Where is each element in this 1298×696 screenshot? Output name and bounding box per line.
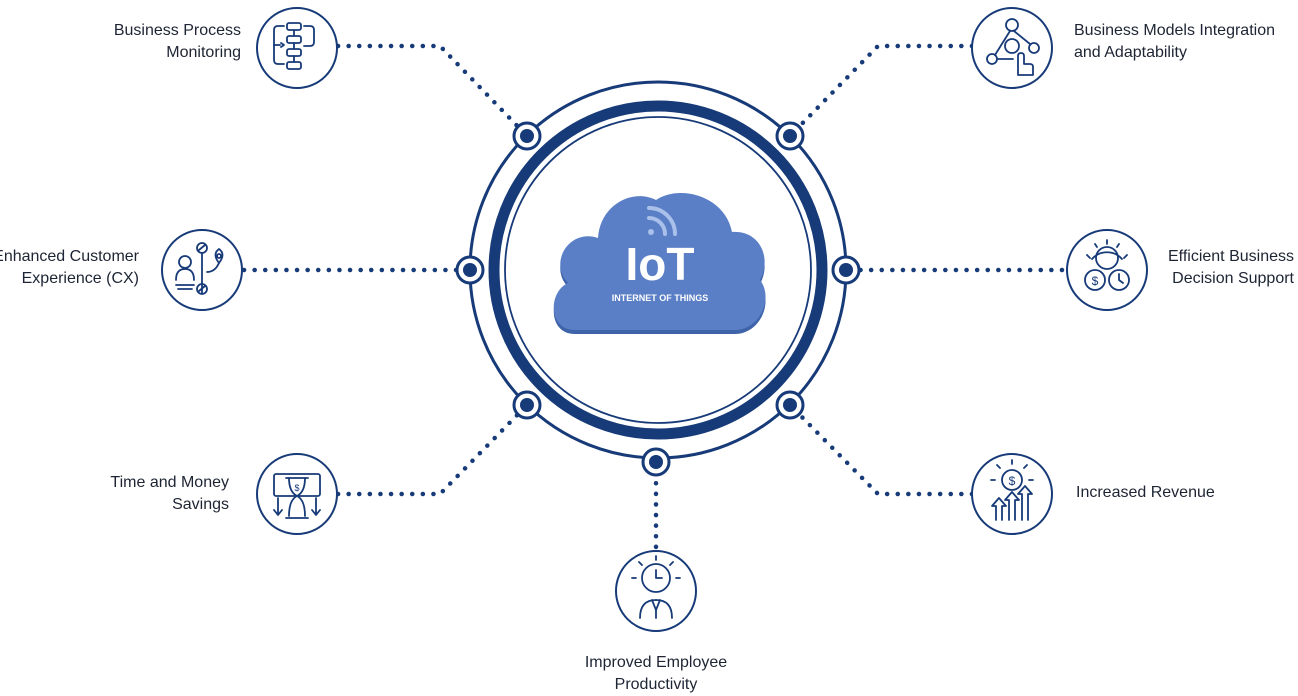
svg-text:$: $ [294, 483, 299, 493]
label-customer-experience: Enhanced Customer Experience (CX) [0, 246, 139, 290]
iot-subtitle: INTERNET OF THINGS [612, 293, 709, 303]
customer-journey-icon [175, 242, 224, 295]
gear-coins-icon: $ [1084, 239, 1130, 291]
iot-title: IoT [626, 238, 695, 290]
label-line: Improved Employee [584, 654, 728, 671]
label-line: Decision Support [1172, 270, 1294, 287]
revenue-growth-icon: $ [990, 459, 1034, 521]
iot-cloud: IoT INTERNET OF THINGS [553, 193, 766, 334]
connector-time-money [335, 402, 530, 497]
connector-revenue [787, 402, 975, 497]
ring-node [641, 447, 671, 477]
label-line: Business Models Integration [1074, 22, 1275, 39]
ring-node [455, 255, 485, 285]
label-line: Business Process [113, 22, 241, 39]
process-flow-icon [273, 22, 315, 70]
svg-text:$: $ [1009, 474, 1016, 488]
ring-node [775, 390, 805, 420]
connector-business-models [787, 43, 975, 139]
ring-node [775, 121, 805, 151]
label-line: Increased Revenue [1076, 484, 1215, 501]
label-decision-support: Efficient Business Decision Support [1168, 246, 1294, 290]
label-productivity: Improved Employee Productivity [556, 652, 756, 696]
label-business-models: Business Models Integration and Adaptabi… [1074, 20, 1275, 64]
label-time-money: Time and Money Savings [110, 472, 229, 516]
label-line: Efficient Business [1168, 248, 1294, 265]
connectors [241, 43, 1065, 555]
label-line: Productivity [614, 676, 698, 693]
label-line: Time and Money [110, 474, 229, 491]
label-revenue: Increased Revenue [1076, 482, 1215, 504]
label-business-process: Business Process Monitoring [114, 20, 241, 64]
label-line: and Adaptability [1074, 44, 1187, 61]
ring-node [831, 255, 861, 285]
ring-node [512, 121, 542, 151]
employee-clock-icon [631, 555, 681, 619]
hourglass-money-icon: $ [273, 473, 321, 519]
label-line: Experience (CX) [21, 270, 139, 287]
label-line: Savings [172, 496, 229, 513]
label-line: Enhanced Customer [0, 248, 139, 265]
network-hand-icon [986, 18, 1040, 76]
wifi-signal-icon [647, 206, 677, 236]
connector-business-process [335, 43, 530, 139]
ring-node [512, 390, 542, 420]
ring-nodes [455, 121, 861, 477]
svg-text:$: $ [1092, 274, 1099, 288]
label-line: Monitoring [166, 44, 241, 61]
